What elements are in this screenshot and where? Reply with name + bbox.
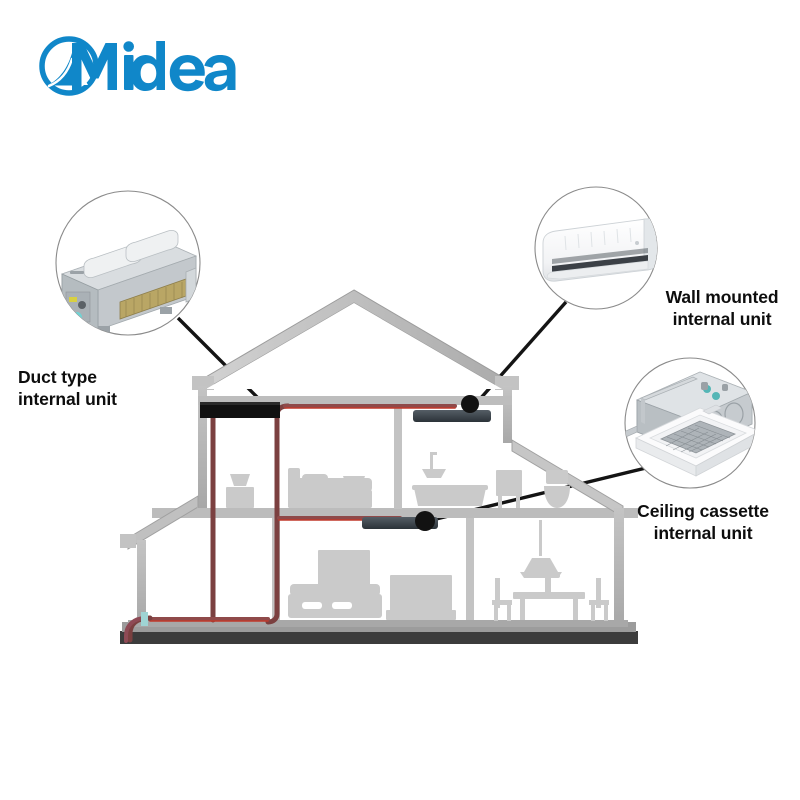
dining-chair-1-leg — [494, 604, 498, 621]
upper-ceiling-slab — [198, 396, 512, 405]
dining-chair-1-back — [495, 578, 500, 608]
duct-unit-in-house — [200, 402, 280, 418]
callout-wall-mounted[interactable] — [534, 186, 660, 310]
upper-partition-wall — [394, 405, 402, 509]
bedroom-nightstand-right — [340, 487, 366, 508]
upper-wall-right — [503, 386, 512, 443]
bathtub — [414, 488, 486, 506]
label-ceiling-cassette-internal-unit: Ceiling cassette internal unit — [637, 501, 769, 544]
ground-slab — [120, 631, 638, 644]
dining-table-leg-l — [520, 599, 525, 620]
furniture-bedroom — [226, 468, 372, 508]
lower-partition-right — [466, 518, 474, 626]
pipe-riser-inner-v — [265, 411, 280, 625]
pendant-shade — [524, 558, 558, 572]
bed-pillow — [302, 474, 328, 483]
bedroom-lamp-left — [230, 474, 250, 486]
attic-space — [206, 303, 502, 389]
shower-arm — [430, 452, 437, 470]
furniture-bathroom — [412, 452, 570, 508]
tv-stand — [386, 610, 456, 620]
dining-chair-1-seat — [492, 600, 512, 605]
dining-table-leg-r — [573, 599, 578, 620]
roof-eave-right — [495, 376, 519, 390]
mid-floor-slab — [152, 508, 638, 518]
toilet-cistern — [546, 470, 568, 484]
bathroom-cabinet — [496, 470, 522, 496]
toilet-bowl — [544, 486, 570, 508]
leader-line-wall — [470, 300, 568, 410]
lean-to-roof-left — [127, 495, 199, 550]
service-valve — [141, 612, 148, 626]
wall-unit-in-house — [413, 395, 491, 422]
midea-logo-text — [72, 41, 236, 92]
upper-wall-left — [198, 386, 207, 508]
dining-chair-3-leg2 — [604, 604, 608, 621]
bathtub-rim — [412, 485, 488, 490]
lower-wall-right — [614, 508, 624, 626]
wall-picture — [318, 550, 370, 588]
sofa-cushion-right — [332, 602, 352, 609]
lower-floor-slab — [128, 620, 628, 627]
bathroom-cabinet-leg-r — [516, 496, 520, 508]
furniture-living-room — [288, 550, 456, 620]
sofa-back — [290, 584, 380, 596]
dining-chair-2-post — [545, 576, 551, 594]
callout-ceiling-cassette[interactable] — [606, 357, 760, 489]
bathroom-cabinet-leg-l — [498, 496, 502, 508]
cassette-unit-in-house — [362, 511, 438, 531]
midea-logo — [36, 33, 236, 99]
pendant-cord — [539, 520, 542, 556]
furniture-dining-room — [492, 520, 609, 621]
label-duct-type-internal-unit: Duct type internal unit — [18, 367, 117, 410]
roof-eave-left — [192, 376, 214, 390]
callout-duct-type[interactable] — [55, 190, 201, 336]
tv-unit — [390, 575, 452, 611]
product-image-wall-mounted — [542, 218, 657, 282]
lean-to-eave-left — [120, 534, 136, 548]
product-image-duct-type — [60, 229, 198, 333]
product-image-ceiling-cassette — [625, 371, 755, 477]
lower-wall-left — [137, 540, 146, 626]
bedroom-nightstand-left — [226, 487, 254, 508]
dining-chair-2-back — [536, 572, 560, 578]
bedroom-lamp-right — [343, 476, 365, 488]
dining-chair-3-back — [596, 578, 601, 608]
sofa-cushion-left — [302, 602, 322, 609]
dining-chair-3-leg — [591, 604, 595, 621]
dining-chair-1-leg2 — [507, 604, 511, 621]
shower-head — [422, 469, 446, 478]
dining-table-top — [513, 592, 585, 599]
dining-chair-3-seat — [589, 600, 609, 605]
label-wall-mounted-internal-unit: Wall mounted internal unit — [665, 287, 779, 330]
house-illustration — [120, 289, 638, 644]
